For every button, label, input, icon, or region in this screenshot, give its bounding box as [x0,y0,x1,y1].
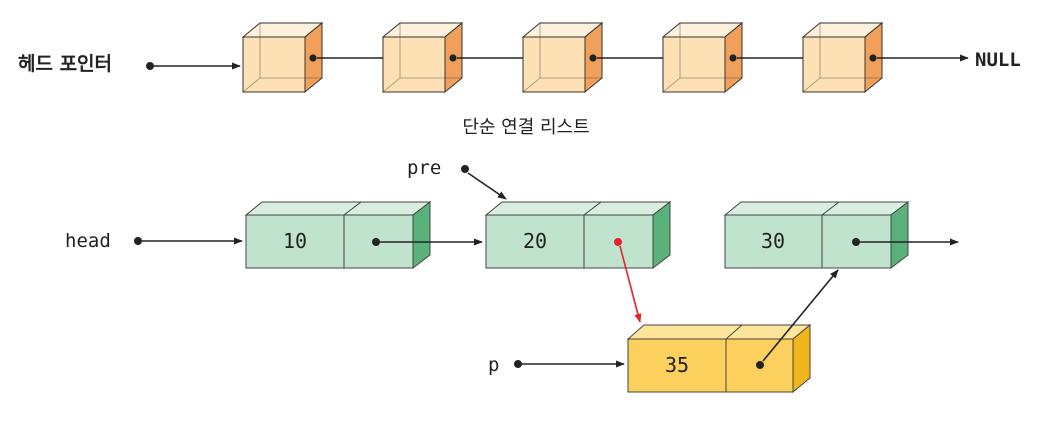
node-value: 20 [523,229,547,253]
red-insert-arrow [619,245,642,323]
null-label: NULL [975,49,1021,71]
node-30: 30 [723,200,910,270]
top-node-box [381,21,464,94]
p-pointer-dot [514,360,522,368]
top-node-box [241,21,324,94]
link-dot [869,54,877,62]
head-pointer-label: 헤드 포인터 [18,53,112,75]
node-10: 10 [244,200,432,270]
pre-label: pre [407,157,441,179]
next-pointer-dot [756,361,764,369]
next-pointer-dot [852,238,860,246]
top-linked-list: 헤드 포인터 [18,21,1021,138]
diagram-caption: 단순 연결 리스트 [462,117,589,138]
head-pointer-dot [146,62,154,70]
p-label: p [488,354,499,376]
head-label: head [65,230,111,252]
link-dot [309,54,317,62]
node-value: 10 [283,229,307,253]
pre-pointer-dot [461,165,469,173]
node-35-new: 35 [626,323,812,394]
link-dot [449,54,457,62]
link-dot [729,54,737,62]
top-node-box [661,21,744,94]
node-20: 20 [484,200,672,270]
next-pointer-dot-red [614,238,622,246]
head-dot [134,237,142,245]
top-node-box [521,21,604,94]
top-node-box [801,21,884,94]
link-dot [589,54,597,62]
insertion-diagram: pre head 10 20 [65,157,959,394]
new-node-link-arrow [762,269,839,362]
node-value: 35 [665,353,689,377]
next-pointer-dot [372,238,380,246]
node-value: 30 [761,229,785,253]
pre-pointer-arrow [467,172,507,200]
